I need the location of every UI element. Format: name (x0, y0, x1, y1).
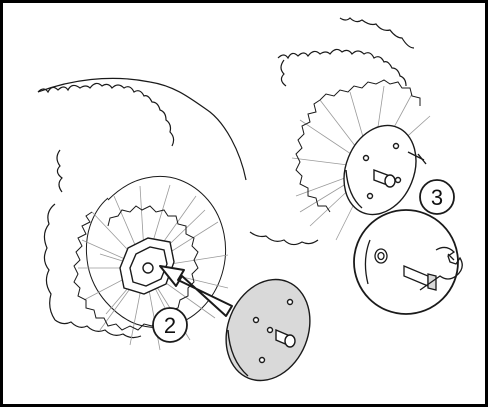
right-brush-roller (249, 17, 415, 246)
step-2-label: 2 (164, 313, 176, 338)
left-brush-hub (119, 237, 175, 295)
detail-magnifier (353, 209, 459, 315)
step-3-callout: 3 (419, 179, 455, 215)
step-2-callout: 2 (152, 307, 188, 343)
detail-contents (364, 239, 463, 291)
left-brush-roller (37, 77, 247, 339)
insert-arrow (159, 265, 233, 317)
step-3-label: 3 (431, 185, 443, 210)
right-mounting-disc (343, 124, 427, 216)
left-mounting-disc (225, 278, 311, 382)
